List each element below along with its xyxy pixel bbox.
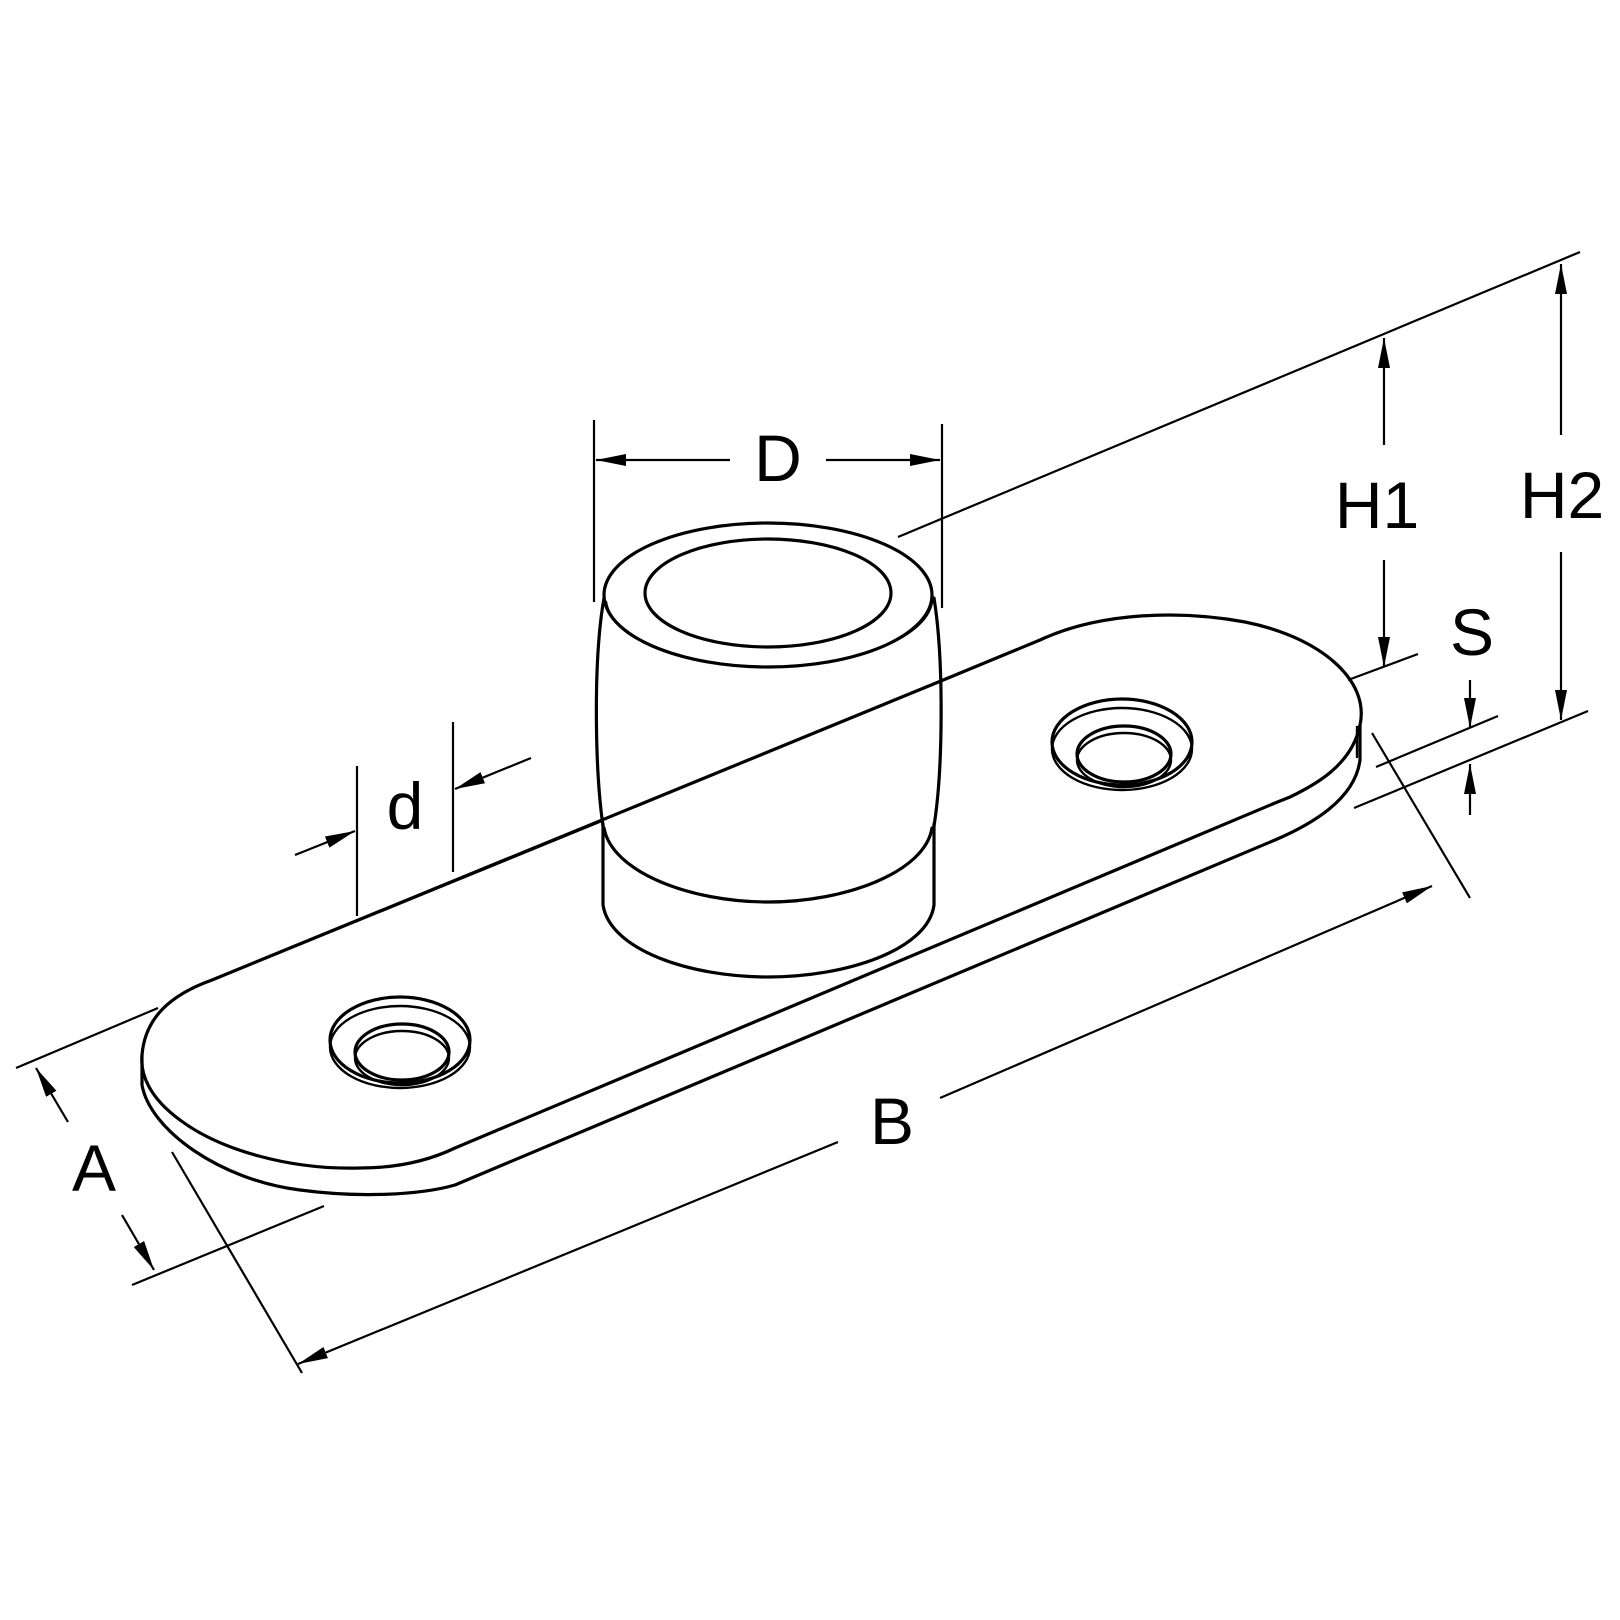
A-arrow-down (121, 1214, 155, 1271)
H-bottom-extension (1353, 709, 1589, 810)
plate-top-outline (140, 613, 1363, 1170)
B-arrow-left (297, 1140, 839, 1366)
dimension-B: B (171, 732, 1471, 1374)
cylinder-boss (594, 521, 943, 979)
right-hole-outer-lip (1050, 706, 1194, 792)
right-hole-inner-lip (1075, 731, 1173, 789)
left-hole-outer (328, 995, 472, 1085)
B-extension-left (171, 1151, 303, 1374)
boss-collar (601, 822, 936, 979)
A-extension-top (15, 1006, 159, 1070)
boss-barrel-right (932, 596, 943, 828)
B-arrow-right (939, 884, 1433, 1100)
left-hole-outer-lip (328, 1004, 472, 1090)
right-hole-outer (1050, 697, 1194, 787)
dimension-D: D (592, 420, 944, 608)
H1-label: H1 (1335, 468, 1419, 542)
left-hole-inner (353, 1022, 451, 1082)
H2-label: H2 (1520, 458, 1604, 532)
boss-top-inner (643, 537, 893, 649)
B-extension-right (1371, 732, 1471, 899)
S-top-extension-2 (1375, 714, 1499, 769)
A-arrow-up (35, 1067, 69, 1123)
dimension-d: d (294, 722, 532, 916)
boss-top-rim-shadow (604, 600, 934, 669)
d-arrow-left (294, 829, 356, 857)
boss-collar-top (602, 826, 934, 904)
D-label: D (754, 421, 802, 495)
right-hole-inner (1075, 724, 1173, 784)
A-label: A (72, 1131, 116, 1205)
S-label: S (1450, 595, 1494, 669)
plate-bottom-edge (140, 723, 1362, 1197)
base-plate (140, 613, 1363, 1197)
left-hole-inner-lip (353, 1029, 451, 1087)
dimension-A: A (15, 1006, 325, 1287)
dimension-heights: H1 H2 S (897, 250, 1604, 815)
B-label: B (870, 1084, 914, 1158)
d-arrow-right (454, 756, 532, 791)
boss-barrel-left (594, 596, 606, 828)
H-top-extension (897, 250, 1581, 539)
d-label: d (387, 769, 424, 843)
